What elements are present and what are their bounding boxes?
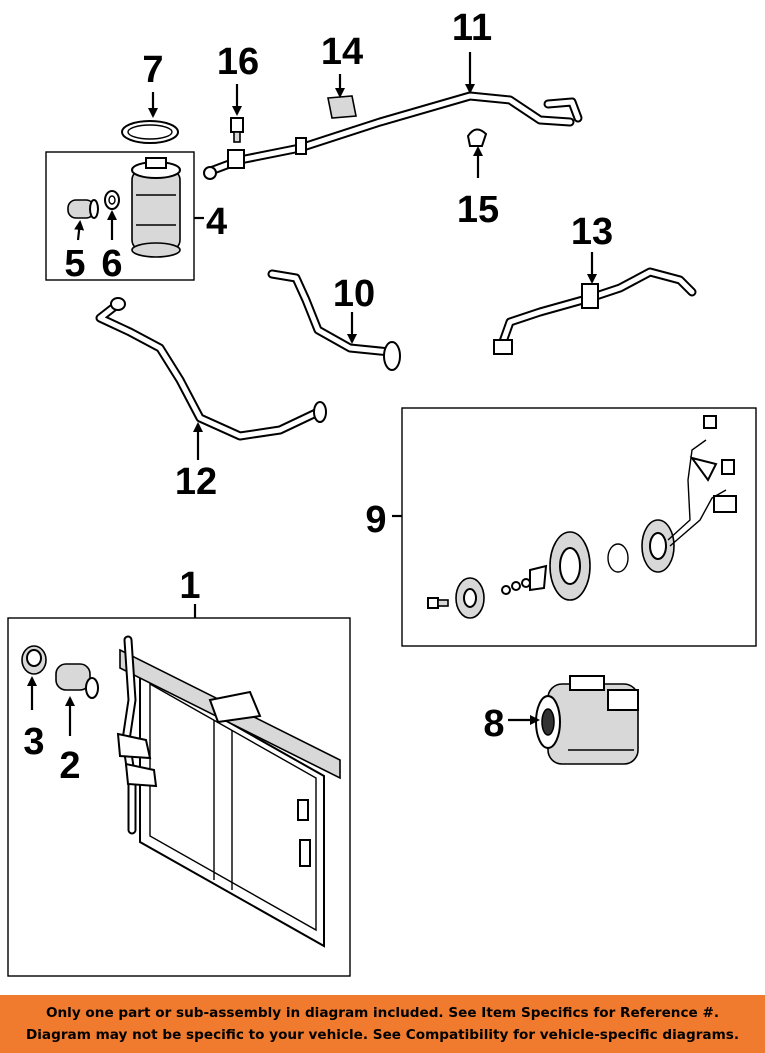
- callout-1: 1: [179, 565, 200, 607]
- receiver-drier-box: [45, 151, 195, 281]
- hose-part-13: [493, 267, 697, 355]
- callout-5: 5: [64, 243, 85, 285]
- condenser-part-1: [116, 635, 341, 948]
- bracket-part-14: [327, 95, 357, 119]
- callout-10: 10: [333, 273, 375, 315]
- clutch-kit-box: [401, 407, 757, 647]
- callout-9: 9: [365, 499, 386, 541]
- compressor-part-8: [535, 675, 639, 765]
- disclaimer-banner: Only one part or sub-assembly in diagram…: [0, 995, 765, 1053]
- callout-14: 14: [321, 31, 363, 73]
- callout-4: 4: [206, 201, 227, 243]
- callout-15: 15: [457, 189, 499, 231]
- callout-12: 12: [175, 461, 217, 503]
- callout-3: 3: [23, 721, 44, 763]
- callout-7: 7: [142, 49, 163, 91]
- hose-part-12: [95, 297, 327, 441]
- callout-16: 16: [217, 41, 259, 83]
- hose-part-11: [203, 91, 583, 180]
- callout-8: 8: [483, 703, 504, 745]
- cap-part-3: [21, 645, 47, 675]
- disclaimer-line-2: Diagram may not be specific to your vehi…: [25, 1027, 740, 1043]
- parts-diagram: 7 4 5 6 16 11: [7, 7, 757, 977]
- callout-2: 2: [59, 745, 80, 787]
- filter-part-2: [55, 663, 99, 699]
- disclaimer-line-1: Only one part or sub-assembly in diagram…: [45, 1005, 720, 1021]
- clutch-kit-part-9: [427, 415, 737, 619]
- o-ring-part-7: [121, 120, 179, 144]
- callout-6: 6: [101, 243, 122, 285]
- bolt-part-16: [230, 117, 244, 143]
- hose-part-10: [267, 269, 401, 371]
- callout-11: 11: [452, 7, 492, 49]
- callout-13: 13: [571, 211, 613, 253]
- plug-part-5: [67, 199, 99, 219]
- condenser-box: [7, 617, 351, 977]
- washer-part-6: [104, 190, 120, 210]
- receiver-drier-part-4: [131, 157, 181, 258]
- leader-5: [74, 220, 85, 241]
- clip-part-15: [466, 128, 488, 147]
